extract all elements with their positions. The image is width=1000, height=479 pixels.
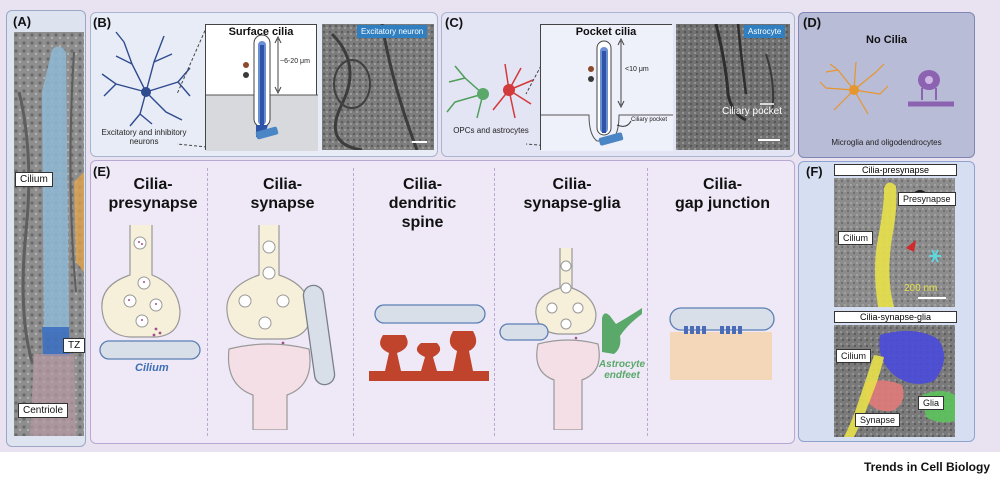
divider-3 bbox=[494, 168, 495, 436]
panel-c-caption: OPCs and astrocytes bbox=[453, 126, 529, 135]
scale-bar-label: 200 nm bbox=[904, 283, 938, 294]
em-cilium-image bbox=[14, 32, 84, 436]
panel-f-label: (F) bbox=[806, 164, 823, 179]
divider-1 bbox=[207, 168, 208, 436]
synapse-illustration bbox=[226, 225, 336, 430]
microglia-oligodendrocyte-illustration bbox=[819, 61, 954, 115]
panel-c-length: <10 μm bbox=[625, 66, 649, 73]
divider-2 bbox=[353, 168, 354, 436]
f-cilium2-label: Cilium bbox=[836, 349, 872, 363]
panel-b-label: (B) bbox=[93, 15, 112, 30]
pocket-cilia-box bbox=[540, 24, 673, 151]
gap-junction-illustration bbox=[669, 307, 775, 380]
synapse-label: Synapse bbox=[855, 413, 901, 427]
cilia-dendritic-spine-title: Cilia- dendritic spine bbox=[388, 176, 457, 231]
dendritic-spine-illustration bbox=[369, 304, 489, 381]
panel-b-length: ~6-20 μm bbox=[280, 58, 310, 65]
panel-d bbox=[798, 12, 975, 158]
f-bottom-title: Cilia-synapse-glia bbox=[834, 311, 957, 323]
surface-cilia-box bbox=[205, 24, 318, 151]
em-ciliary-pocket-label: Ciliary pocket bbox=[722, 106, 783, 117]
panel-e-label: (E) bbox=[93, 164, 111, 179]
tz-label: TZ bbox=[63, 338, 86, 353]
astrocyte-em bbox=[676, 24, 790, 150]
glia-label: Glia bbox=[918, 396, 945, 410]
cilium-label: Cilium bbox=[15, 172, 53, 187]
divider-4 bbox=[647, 168, 648, 436]
presynapse-illustration bbox=[99, 225, 201, 360]
panel-d-title: No Cilia bbox=[866, 34, 907, 46]
panel-b-dashed-lines bbox=[176, 25, 208, 148]
panel-a-label: (A) bbox=[13, 14, 32, 29]
presynapse-label: Presynapse bbox=[898, 192, 956, 206]
neuron-illustration bbox=[101, 31, 191, 127]
centriole-label: Centriole bbox=[18, 403, 69, 418]
cilia-presynapse-title: Cilia- presynapse bbox=[108, 176, 198, 212]
cilia-synapse-glia-title: Cilia- synapse-glia bbox=[523, 176, 621, 212]
excitatory-neuron-tag: Excitatory neuron bbox=[357, 25, 428, 38]
cilium-note: Cilium bbox=[135, 362, 169, 374]
panel-b-title: Surface cilia bbox=[228, 26, 294, 38]
scale-bar bbox=[918, 297, 946, 299]
synapse-glia-illustration bbox=[499, 248, 642, 430]
cilia-gap-junction-title: Cilia- gap junction bbox=[674, 176, 771, 212]
astrocyte-endfeet-note: Astrocyte endfeet bbox=[598, 359, 646, 381]
panel-c-label: (C) bbox=[445, 15, 464, 30]
excitatory-neuron-em bbox=[322, 24, 434, 150]
f-cilium-label: Cilium bbox=[838, 231, 874, 245]
astrocyte-tag: Astrocyte bbox=[744, 25, 786, 38]
panel-c-title: Pocket cilia bbox=[575, 26, 637, 38]
f-top-title: Cilia-presynapse bbox=[834, 164, 957, 176]
cilia-synapse-title: Cilia- synapse bbox=[250, 176, 315, 212]
panel-d-caption: Microglia and oligodendrocytes bbox=[831, 138, 942, 147]
opc-astrocyte-illustration bbox=[446, 63, 534, 119]
ciliary-pocket-label: Ciliary pocket bbox=[631, 117, 668, 123]
panel-d-label: (D) bbox=[803, 15, 822, 30]
panel-b-caption: Excitatory and inhibitory neurons bbox=[101, 128, 187, 146]
journal-footer: Trends in Cell Biology bbox=[863, 460, 990, 474]
